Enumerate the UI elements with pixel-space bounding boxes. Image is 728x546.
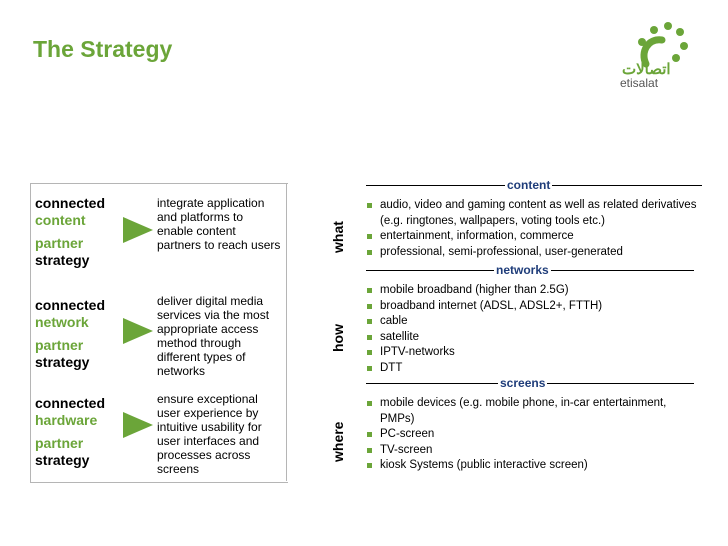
networks-header: networks xyxy=(494,263,551,277)
content-header: content xyxy=(505,178,553,192)
list-item: DTT xyxy=(364,361,704,377)
strategy-frame-right-border xyxy=(286,183,287,481)
list-item: cable xyxy=(364,314,704,330)
partner-text: partner xyxy=(35,337,84,353)
list-item: entertainment, information, commerce xyxy=(364,229,704,245)
arrow-right-icon xyxy=(123,217,153,243)
list-item: satellite xyxy=(364,330,704,346)
list-item: IPTV-networks xyxy=(364,345,704,361)
network-strategy-label: connected network partner strategy xyxy=(35,297,125,371)
strategy-text: strategy xyxy=(35,452,90,468)
logo-english-text: etisalat xyxy=(620,76,659,90)
connected-text: connected xyxy=(35,395,106,411)
arrow-right-icon xyxy=(123,412,153,438)
screens-header: screens xyxy=(498,376,548,390)
list-item: kiosk Systems (public interactive screen… xyxy=(364,458,704,474)
content-strategy-description: integrate application and platforms to e… xyxy=(157,196,281,252)
networks-list: mobile broadband (higher than 2.5G) broa… xyxy=(364,283,704,376)
hardware-strategy-label: connected hardware partner strategy xyxy=(35,395,125,469)
strategy-frame xyxy=(30,183,288,483)
etisalat-logo xyxy=(638,22,688,68)
screens-list: mobile devices (e.g. mobile phone, in-ca… xyxy=(364,396,704,474)
partner-text: partner xyxy=(35,435,84,451)
what-label: what xyxy=(330,221,346,253)
list-item: professional, semi-professional, user-ge… xyxy=(364,245,704,261)
content-list: audio, video and gaming content as well … xyxy=(364,198,704,260)
content-text: content xyxy=(35,212,86,228)
connected-text: connected xyxy=(35,297,106,313)
strategy-text: strategy xyxy=(35,252,90,268)
list-item: TV-screen xyxy=(364,443,704,459)
arrow-right-icon xyxy=(123,318,153,344)
list-item: mobile broadband (higher than 2.5G) xyxy=(364,283,704,299)
how-label: how xyxy=(330,324,346,352)
hardware-text: hardware xyxy=(35,412,98,428)
logo-arabic-text: اتصالات xyxy=(622,61,671,78)
network-strategy-description: deliver digital media services via the m… xyxy=(157,294,270,378)
list-item: audio, video and gaming content as well … xyxy=(364,198,704,229)
list-item: mobile devices (e.g. mobile phone, in-ca… xyxy=(364,396,704,427)
list-item: broadband internet (ADSL, ADSL2+, FTTH) xyxy=(364,299,704,315)
partner-text: partner xyxy=(35,235,84,251)
where-label: where xyxy=(330,421,346,462)
network-text: network xyxy=(35,314,89,330)
strategy-text: strategy xyxy=(35,354,90,370)
hardware-strategy-description: ensure exceptional user experience by in… xyxy=(157,392,262,476)
content-strategy-label: connected content partner strategy xyxy=(35,195,125,269)
list-item: PC-screen xyxy=(364,427,704,443)
page-title: The Strategy xyxy=(33,36,173,62)
connected-text: connected xyxy=(35,195,106,211)
